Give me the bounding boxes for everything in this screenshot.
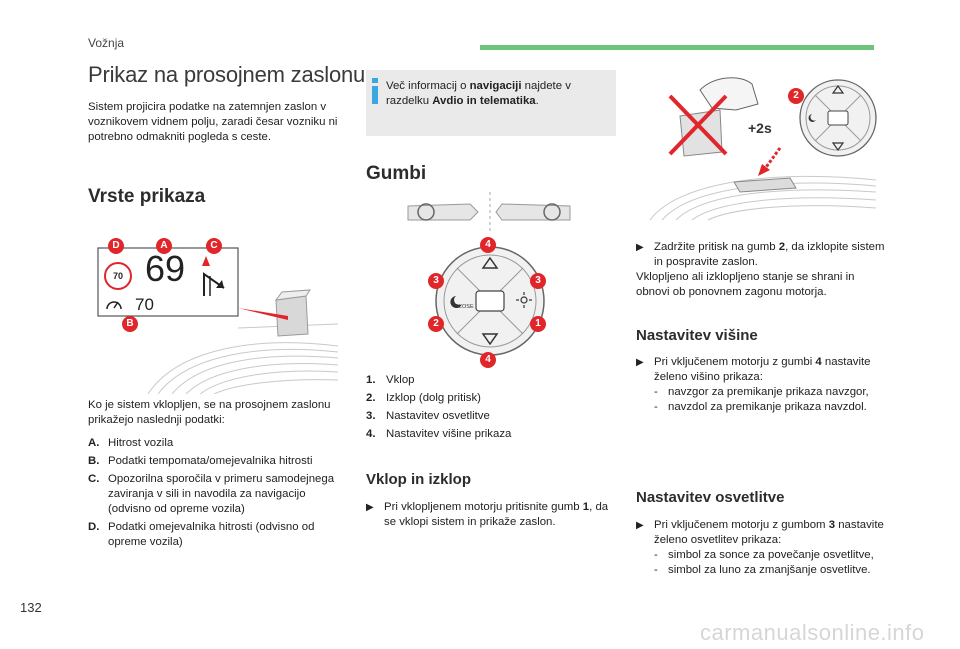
press-duration: +2s	[748, 120, 772, 136]
vehicle-speed: 69	[145, 248, 186, 289]
cruise-control-icon	[106, 301, 122, 310]
hud-control-pad	[435, 246, 545, 356]
brightness-heading: Nastavitev osvetlitve	[636, 489, 785, 506]
list-item: 4.Nastavitev višine prikaza	[366, 428, 512, 440]
list-item: -navzgor za premikanje prikaza navzgor,	[654, 386, 869, 398]
steering-wheel-icon	[417, 203, 435, 221]
up-arrow-icon	[481, 256, 499, 269]
navigation-arrow-icon	[202, 256, 225, 296]
section-bar	[480, 45, 874, 50]
moon-icon	[808, 114, 816, 122]
moon-icon	[450, 296, 462, 308]
sun-icon	[516, 292, 532, 308]
info-box: Več informacij o navigaciji najdete v ra…	[366, 70, 616, 136]
list-item: B.Podatki tempomata/omejevalnika hitrost…	[88, 455, 313, 467]
callout-d: D	[108, 238, 124, 254]
projection-ray	[238, 308, 288, 320]
buttons-list: 1.Vklop 2.Izklop (dolg pritisk) 3.Nastav…	[366, 373, 616, 442]
right-callout-2: 2	[788, 88, 804, 104]
state-note: Vklopljeno ali izklopljeno stanje se shr…	[636, 271, 855, 298]
cruise-speed: 70	[135, 295, 154, 314]
height-bullet: ▶ Pri vključenem motorju z gumbi 4 nasta…	[636, 355, 891, 415]
list-item: A.Hitrost vozila	[88, 437, 174, 449]
speed-limit-sign: 70	[104, 262, 132, 290]
types-list: A.Hitrost vozila B.Podatki tempomata/ome…	[88, 436, 343, 550]
page-number: 132	[20, 600, 42, 615]
types-heading: Vrste prikaza	[88, 186, 206, 207]
list-item: 1.Vklop	[366, 374, 415, 386]
hud-off-illustration	[649, 77, 877, 221]
types-lead: Ko je sistem vklopljen, se na prosojnem …	[88, 399, 331, 426]
page-title: Prikaz na prosojnem zaslonu	[88, 62, 366, 87]
info-icon	[372, 78, 378, 104]
section-label: Vožnja	[88, 36, 125, 50]
brightness-bullet: ▶ Pri vklјučenem motorju z gumbom 3 nast…	[636, 518, 891, 578]
pad-callout-4-bottom: 4	[480, 352, 496, 368]
callout-b: B	[122, 316, 138, 332]
watermark: carmanualsonline.info	[700, 620, 925, 645]
onoff-bullet: ▶ Pri vklopljenem motorju pritisnite gum…	[366, 501, 609, 528]
pad-callout-3-left: 3	[428, 273, 444, 289]
callout-a: A	[156, 238, 172, 254]
pad-callout-1: 1	[530, 316, 546, 332]
list-item: 2.Izklop (dolg pritisk)	[366, 392, 481, 404]
info-text: Več informacij o navigaciji najdete v ra…	[386, 80, 571, 107]
pad-callout-4-top: 4	[480, 237, 496, 253]
steering-wheel-icon	[543, 203, 561, 221]
list-item: -simbol za luno za zmanjšanje osvetlitve…	[654, 564, 871, 576]
callout-c: C	[206, 238, 222, 254]
list-item: D.Podatki omejevalnika hitrosti (odvisno…	[88, 521, 315, 548]
intro-text: Sistem projicira podatke na zatemnjen za…	[88, 101, 338, 143]
onoff-heading: Vklop in izklop	[366, 471, 472, 488]
height-heading: Nastavitev višine	[636, 327, 758, 344]
hud-glass-icon	[274, 289, 311, 337]
steering-column-illustration	[407, 192, 571, 234]
close-label: CLOSE	[455, 304, 474, 310]
pad-callout-3-right: 3	[530, 273, 546, 289]
off-bullet: ▶ Zadržite pritisk na gumb 2, da izklopi…	[636, 241, 885, 268]
list-item: -simbol za sonce za povečanje osvetlitve…	[654, 549, 874, 561]
pad-callout-2: 2	[428, 316, 444, 332]
list-item: -navzdol za premikanje prikaza navzdol.	[654, 401, 867, 413]
down-arrow-icon	[758, 164, 770, 176]
down-arrow-icon	[481, 333, 499, 346]
list-item: C.Opozorilna sporočila v primeru samodej…	[88, 473, 335, 515]
buttons-heading: Gumbi	[366, 163, 427, 184]
list-item: 3.Nastavitev osvetlitve	[366, 410, 490, 422]
